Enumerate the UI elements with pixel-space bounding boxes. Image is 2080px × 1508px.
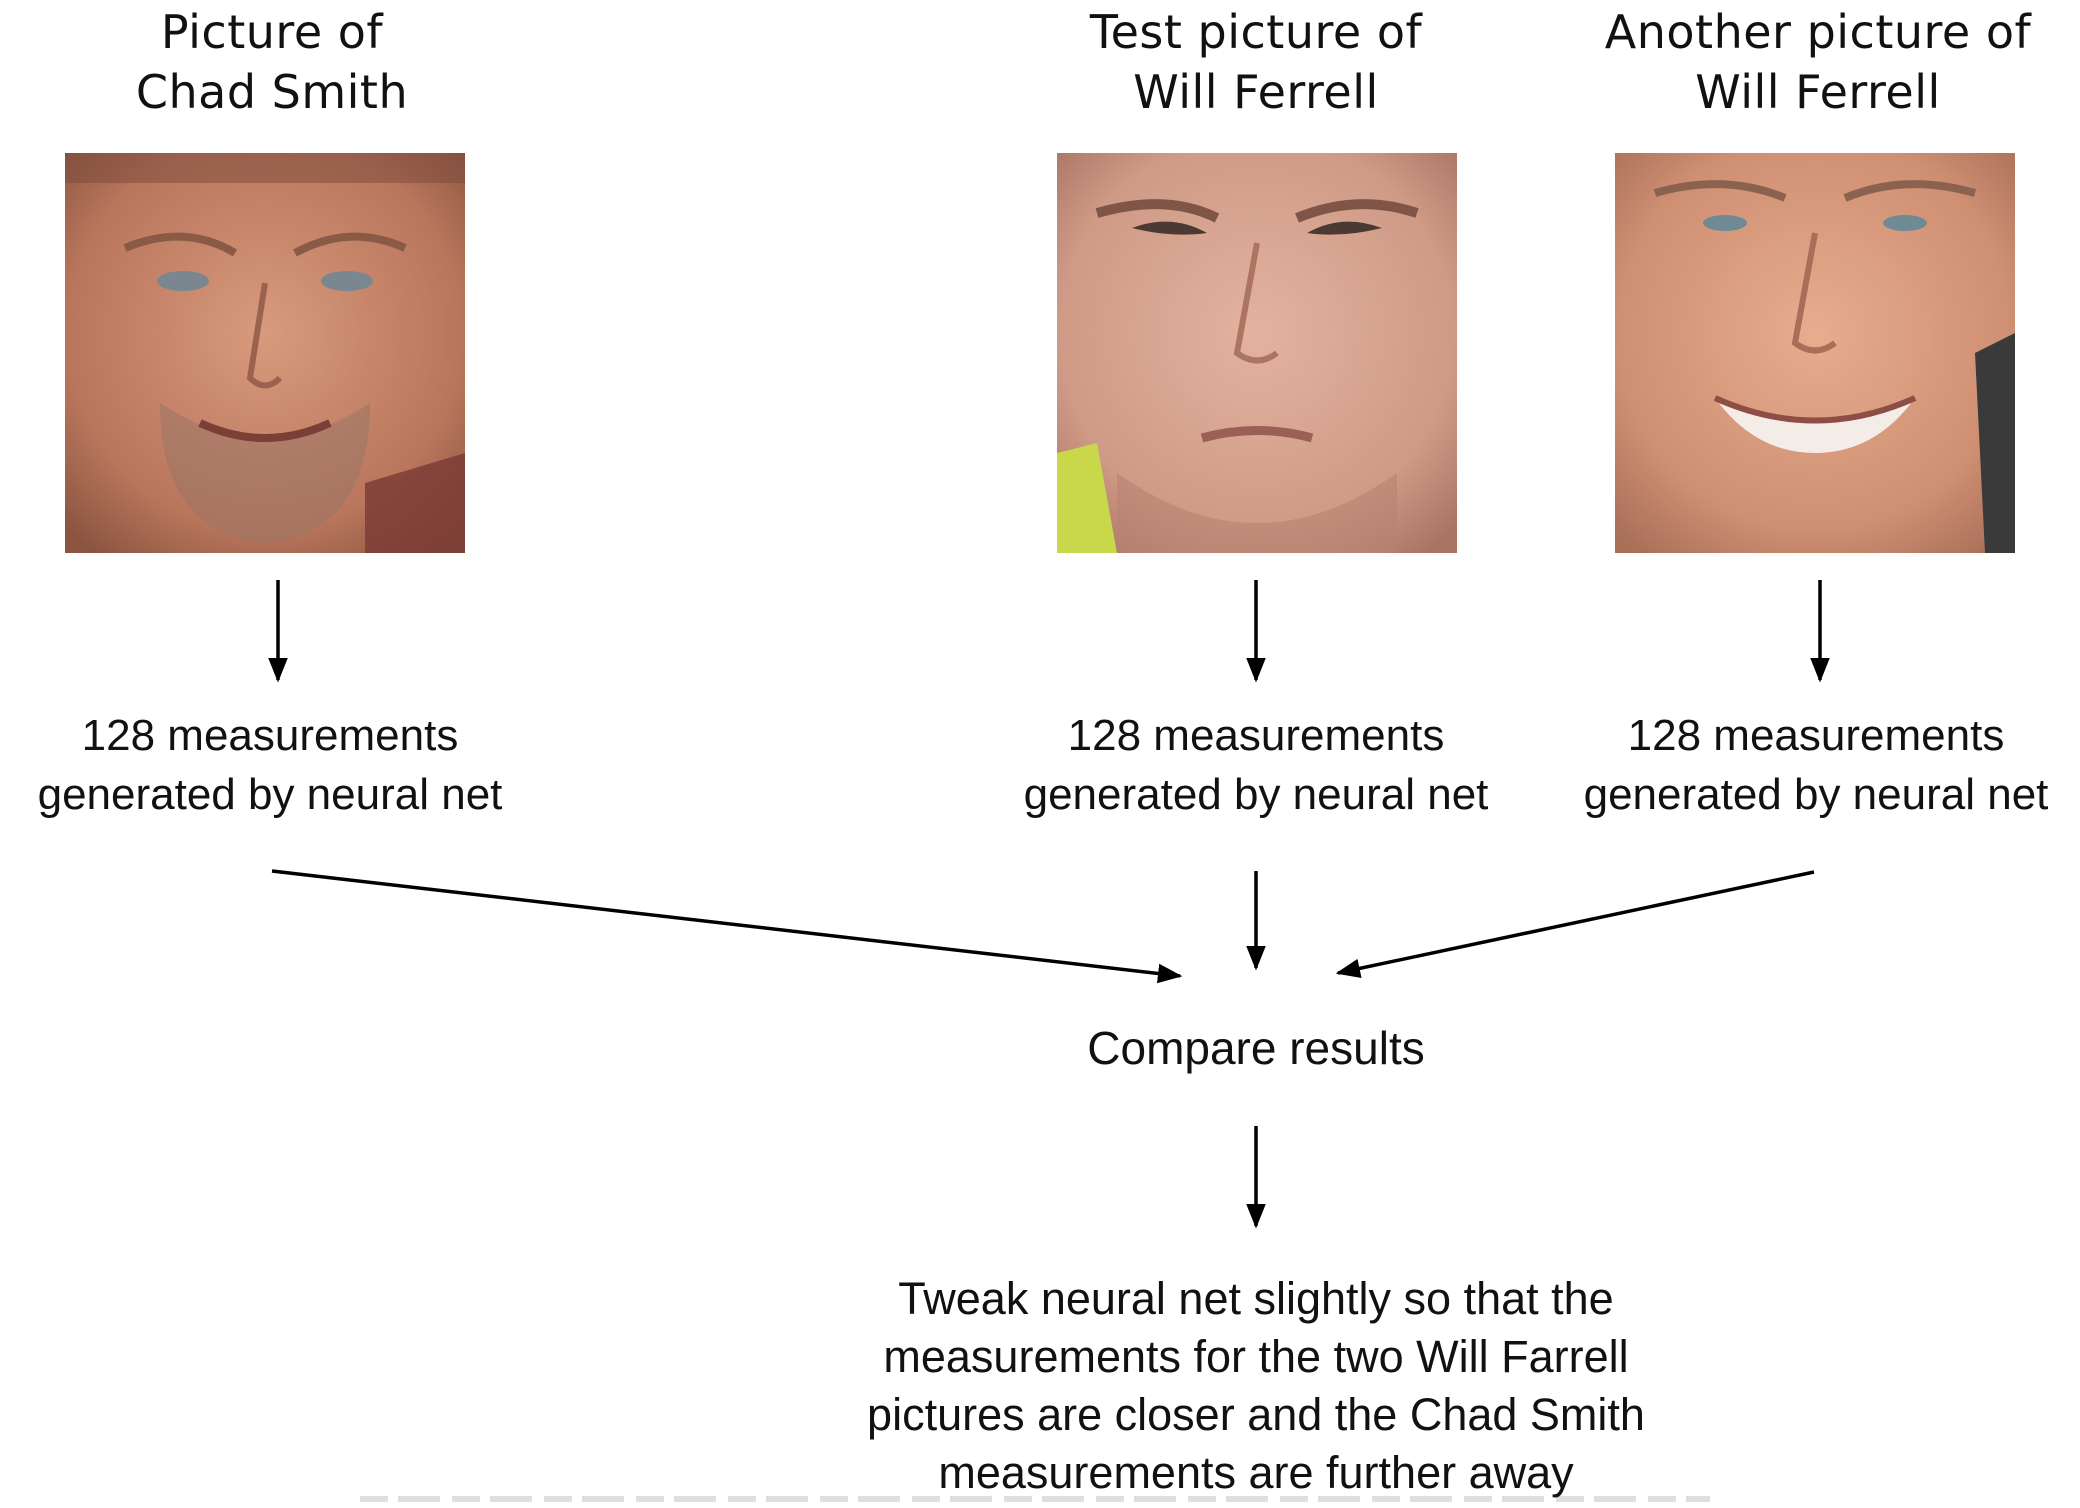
measurements-line: generated by neural net [37, 770, 503, 819]
title-line: Will Ferrell [1133, 65, 1379, 119]
title-line: Picture of [160, 5, 384, 59]
tweak-line: pictures are closer and the Chad Smith [867, 1389, 1645, 1440]
measurements-label-test-will: 128 measurements generated by neural net [976, 706, 1536, 824]
another-will-ferrell-face-photo [1615, 153, 2015, 553]
title-line: Will Ferrell [1695, 65, 1941, 119]
face-photo-icon [1615, 153, 2015, 553]
arrow-another-measurements-to-compare [1335, 870, 1815, 979]
title-line: Chad Smith [135, 65, 409, 119]
measurements-label-another-will: 128 measurements generated by neural net [1536, 706, 2080, 824]
face-photo-icon [1057, 153, 1457, 553]
measurements-label-chad: 128 measurements generated by neural net [0, 706, 550, 824]
chad-smith-face-photo [65, 153, 465, 553]
measurements-line: 128 measurements [1067, 711, 1445, 760]
title-line: Another picture of [1604, 5, 2032, 59]
measurements-line: generated by neural net [1583, 770, 2049, 819]
title-line: Test picture of [1089, 5, 1423, 59]
title-another-will-ferrell: Another picture of Will Ferrell [1518, 2, 2080, 122]
arrow-chad-measurements-to-compare [271, 869, 1183, 984]
measurements-line: generated by neural net [1023, 770, 1489, 819]
cropped-text-remnant [360, 1490, 1710, 1508]
compare-results-label: Compare results [1087, 1022, 1425, 1074]
test-will-ferrell-face-photo [1057, 153, 1457, 553]
measurements-line: 128 measurements [81, 711, 459, 760]
tweak-line: measurements for the two Will Farrell [883, 1331, 1629, 1382]
title-chad-smith: Picture of Chad Smith [0, 2, 572, 122]
tweak-line: measurements are further away [938, 1447, 1574, 1498]
title-test-will-ferrell: Test picture of Will Ferrell [956, 2, 1556, 122]
measurements-line: 128 measurements [1627, 711, 2005, 760]
tweak-instruction-text: Tweak neural net slightly so that the me… [756, 1270, 1756, 1502]
tweak-line: Tweak neural net slightly so that the [898, 1273, 1614, 1324]
face-photo-icon [65, 153, 465, 553]
